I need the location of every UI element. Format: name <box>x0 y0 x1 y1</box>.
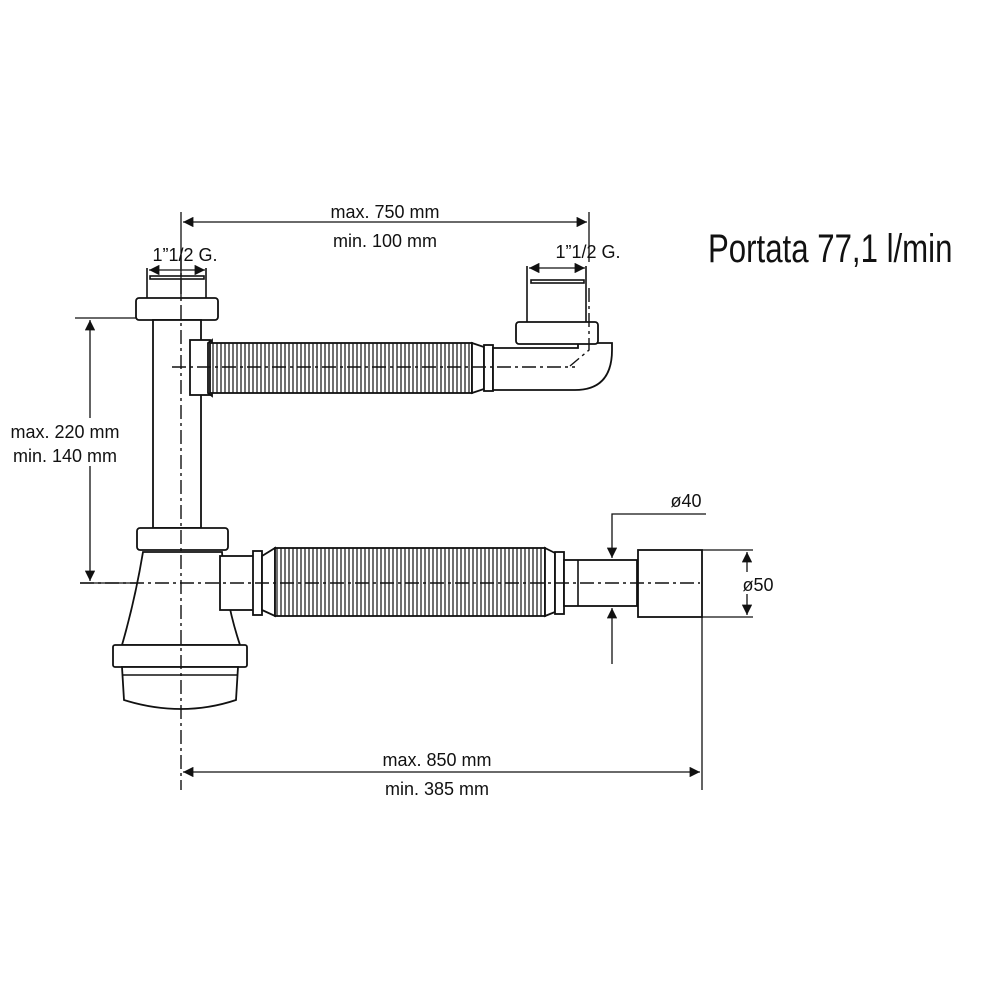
diameter-50-label: ø50 <box>742 575 773 595</box>
height-max-label: max. 220 mm <box>10 422 119 442</box>
bottom-dimension: max. 850 mm min. 385 mm <box>182 617 703 799</box>
top-max-label: max. 750 mm <box>330 202 439 222</box>
diameter-40-label: ø40 <box>670 491 701 511</box>
left-thread-label: 1”1/2 G. <box>152 245 217 265</box>
right-inlet-fitting: 1”1/2 G. <box>515 242 621 345</box>
diameter-40-dimension: ø40 <box>606 491 706 664</box>
top-dimension: max. 750 mm min. 100 mm <box>180 202 590 300</box>
elbow-centerline <box>569 288 590 367</box>
diameter-50-dimension: ø50 <box>702 549 777 618</box>
right-thread-label: 1”1/2 G. <box>555 242 620 262</box>
height-min-label: min. 140 mm <box>13 446 117 466</box>
bottom-max-label: max. 850 mm <box>382 750 491 770</box>
flow-rate-title: Portata 77,1 l/min <box>708 226 952 271</box>
top-min-label: min. 100 mm <box>333 231 437 251</box>
left-inlet-fitting: 1”1/2 G. <box>135 245 219 529</box>
upper-corrugated-hose <box>207 338 613 398</box>
bottom-min-label: min. 385 mm <box>385 779 489 799</box>
